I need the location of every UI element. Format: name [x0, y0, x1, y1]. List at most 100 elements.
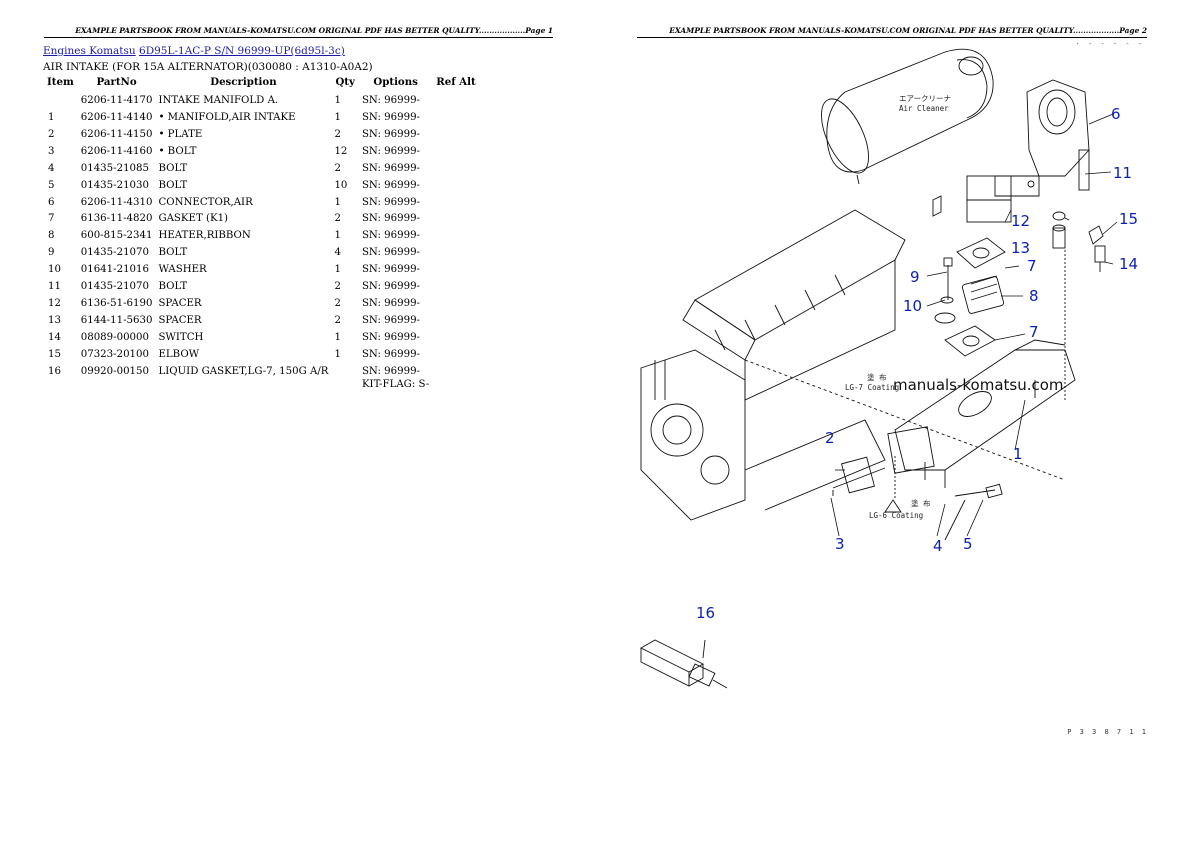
cell-quantity: 10: [334, 179, 348, 191]
options-line: SN: 96999-: [361, 94, 420, 106]
cell-quantity: 4: [334, 247, 341, 259]
callout-9: 9: [910, 268, 920, 286]
cell-quantity: 1: [334, 111, 341, 123]
page-header: EXAMPLE PARTSBOOK FROM MANUALS-KOMATSU.C…: [44, 24, 553, 38]
cell-description: WASHER: [158, 264, 207, 276]
cell-options: SN: 96999-: [359, 279, 432, 296]
cell-part-number: 6206-11-4170: [80, 94, 153, 106]
cell-options: SN: 96999-KIT-FLAG: S-: [359, 364, 432, 393]
cell-ref-alt: [432, 313, 479, 330]
cell-options: SN: 96999-: [359, 143, 432, 160]
breadcrumb-link-model[interactable]: 6D95L-1AC-P S/N 96999-UP(6d95l-3c): [139, 45, 345, 57]
cell-quantity: 2: [334, 213, 341, 225]
cell-options: SN: 96999-: [359, 160, 432, 177]
intake-manifold-illustration: [841, 339, 1076, 494]
air-connector-illustration: [966, 79, 1090, 223]
cell-item: 15: [48, 349, 61, 361]
cell-quantity: 2: [334, 315, 341, 327]
cell-options: SN: 96999-: [359, 347, 432, 364]
heater-and-gaskets-illustration: [832, 195, 1106, 541]
cell-quantity: 1: [334, 196, 341, 208]
cell-part-number: 6136-51-6190: [80, 298, 153, 310]
cell-quantity: 1: [334, 264, 341, 276]
cell-ref-alt: [432, 92, 479, 109]
cell-quantity: 1: [334, 230, 341, 242]
cell-description: SPACER: [158, 315, 202, 327]
cell-quantity: 1: [334, 349, 341, 361]
callout-11: 11: [1113, 164, 1132, 182]
cell-description: • MANIFOLD,AIR INTAKE: [158, 111, 296, 123]
options-line: SN: 96999-: [361, 162, 420, 174]
cell-item: [43, 92, 78, 109]
air-cleaner-jp-label: エアークリーナ: [899, 94, 951, 103]
cell-description: SWITCH: [158, 332, 204, 344]
lg6-coating-label: LG-6 Coating: [869, 511, 923, 520]
cell-options: SN: 96999-: [359, 92, 432, 109]
callout-12: 12: [1011, 212, 1030, 230]
callout-numbers: 6 11 12 15 13 14 7 9 8 10 7 2 1 3 4 5 16: [696, 105, 1138, 622]
cell-item: 2: [48, 128, 55, 140]
cell-ref-alt: [432, 296, 479, 313]
corner-mark: · - - - - -: [1075, 40, 1144, 48]
engine-block-illustration: [640, 209, 1066, 521]
cell-ref-alt: [432, 126, 479, 143]
cell-options: SN: 96999-: [359, 211, 432, 228]
drawing-reference: P 3 3 8 7 1 1: [1067, 728, 1148, 736]
options-line: SN: 96999-: [361, 111, 420, 123]
coating-jp-label-bottom: 塗 布: [911, 498, 931, 508]
cell-part-number: 01435-21070: [80, 247, 149, 259]
breadcrumb-link-engines[interactable]: Engines Komatsu: [43, 45, 136, 57]
breadcrumb: Engines Komatsu 6D95L-1AC-P S/N 96999-UP…: [43, 45, 345, 57]
cell-item: 7: [48, 213, 55, 225]
options-line: SN: 96999-: [361, 145, 420, 157]
callout-3: 3: [835, 535, 845, 553]
table-header-row: Item PartNo Description Qty Options Ref …: [43, 76, 480, 92]
cell-item: 8: [48, 230, 55, 242]
cell-description: CONNECTOR,AIR: [158, 196, 253, 208]
options-line: SN: 96999-: [361, 298, 420, 310]
col-header-options: Options: [373, 76, 418, 88]
cell-quantity: 2: [334, 281, 341, 293]
cell-description: BOLT: [158, 162, 188, 174]
cell-ref-alt: [432, 330, 479, 347]
cell-part-number: 6144-11-5630: [80, 315, 153, 327]
options-line: SN: 96999-: [361, 332, 420, 344]
col-header-qty: Qty: [335, 76, 355, 88]
cell-quantity: 2: [334, 128, 341, 140]
callout-5: 5: [963, 535, 973, 553]
col-header-description: Description: [210, 76, 277, 88]
cell-description: • PLATE: [158, 128, 203, 140]
options-line: SN: 96999-: [361, 366, 420, 378]
cell-description: ELBOW: [158, 349, 200, 361]
cell-part-number: 01435-21085: [80, 162, 149, 174]
lg7-coating-label: LG-7 Coating: [845, 383, 899, 392]
cell-ref-alt: [432, 177, 479, 194]
cell-part-number: 6206-11-4140: [80, 111, 153, 123]
parts-list-page: EXAMPLE PARTSBOOK FROM MANUALS-KOMATSU.C…: [43, 24, 553, 393]
cell-item: 10: [48, 264, 61, 276]
cell-part-number: 09920-00150: [80, 366, 149, 378]
leader-lines: [830, 113, 1118, 537]
callout-2: 2: [825, 429, 835, 447]
cell-options: SN: 96999-: [359, 177, 432, 194]
cell-part-number: 6206-11-4160: [80, 145, 153, 157]
cell-part-number: 01641-21016: [80, 264, 149, 276]
cell-description: LIQUID GASKET,LG-7, 150G A/R: [158, 366, 329, 378]
cell-part-number: 01435-21030: [80, 179, 149, 191]
options-line: SN: 96999-: [361, 196, 420, 208]
callout-16: 16: [696, 604, 715, 622]
cell-ref-alt: [432, 279, 479, 296]
cell-options: SN: 96999-: [359, 245, 432, 262]
callout-4: 4: [933, 537, 943, 555]
